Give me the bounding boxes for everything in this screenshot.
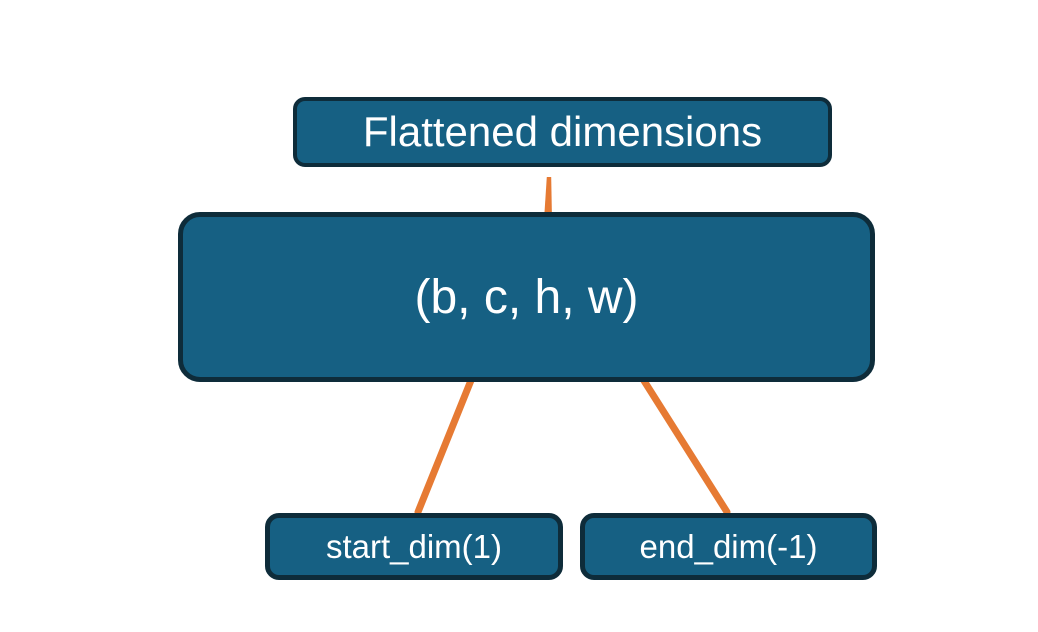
- node-end-dim: end_dim(-1): [580, 513, 877, 580]
- node-flattened-dimensions: Flattened dimensions: [293, 97, 832, 167]
- node-start-dim: start_dim(1): [265, 513, 563, 580]
- node-end-dim-label: end_dim(-1): [639, 527, 818, 565]
- node-tensor-shape: (b, c, h, w): [178, 212, 875, 382]
- node-flattened-dimensions-label: Flattened dimensions: [362, 108, 763, 155]
- node-tensor-shape-label: (b, c, h, w): [414, 270, 639, 324]
- node-start-dim-label: start_dim(1): [325, 527, 503, 565]
